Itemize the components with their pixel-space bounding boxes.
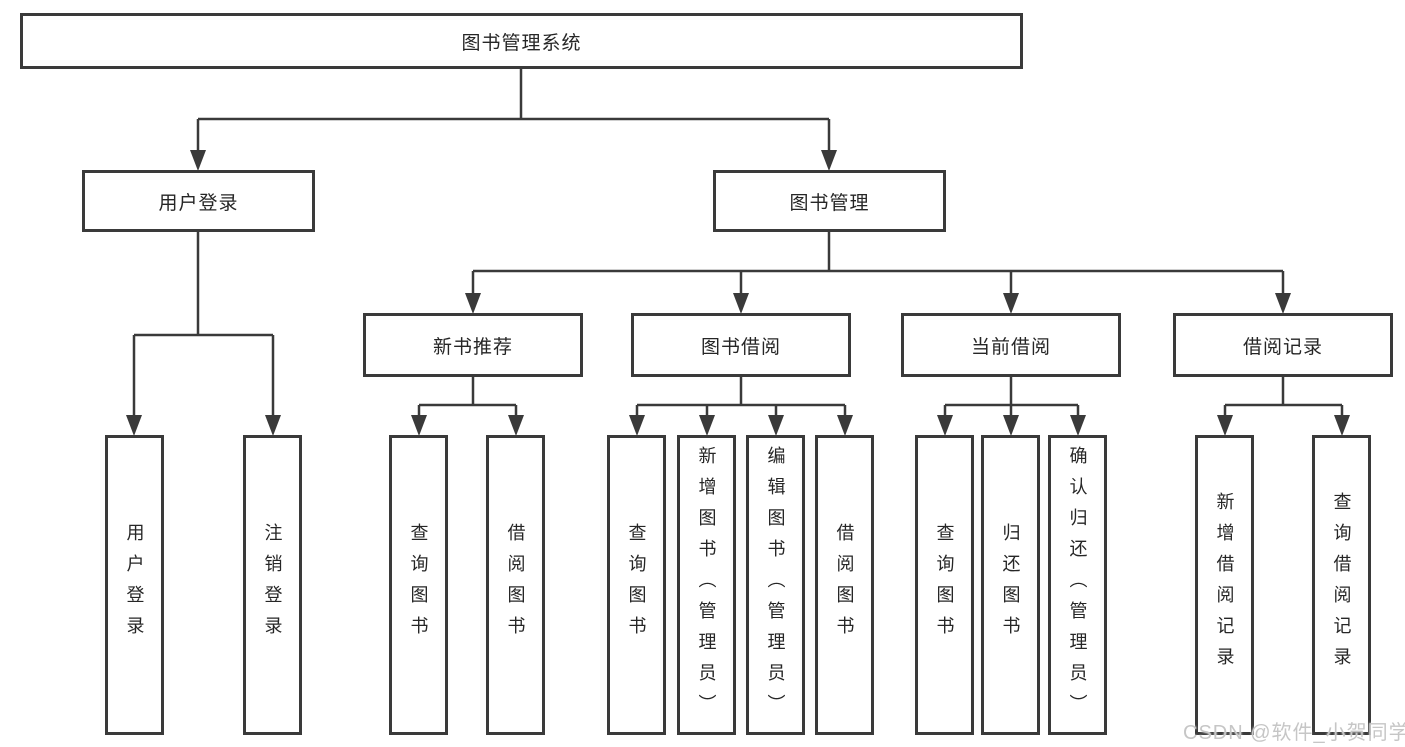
node-current-borrow-label: 当前借阅 xyxy=(970,336,1051,358)
leaf-borrow-books: 借阅图书 xyxy=(815,435,874,735)
leaf-add-book-admin-label: 新增图书（管理员） xyxy=(696,445,717,725)
leaf-user-login: 用户登录 xyxy=(105,435,164,735)
leaf-add-book-admin: 新增图书（管理员） xyxy=(677,435,736,735)
node-user-login-label: 用户登录 xyxy=(158,192,239,214)
node-book-borrow-label: 图书借阅 xyxy=(700,336,781,358)
node-library-system: 图书管理系统 xyxy=(20,13,1023,69)
leaf-borrow-books-recommend: 借阅图书 xyxy=(486,435,545,735)
leaf-query-borrow-record-label: 查询借阅记录 xyxy=(1331,492,1352,678)
node-new-book-recommend-label: 新书推荐 xyxy=(432,336,513,358)
leaf-query-books-current-label: 查询图书 xyxy=(934,523,955,647)
leaf-query-books-current: 查询图书 xyxy=(915,435,974,735)
node-current-borrow: 当前借阅 xyxy=(901,313,1121,377)
leaf-add-borrow-record: 新增借阅记录 xyxy=(1195,435,1254,735)
node-book-management-label: 图书管理 xyxy=(789,192,870,214)
leaf-edit-book-admin: 编辑图书（管理员） xyxy=(746,435,805,735)
leaf-query-borrow-record: 查询借阅记录 xyxy=(1312,435,1371,735)
leaf-query-books-borrow: 查询图书 xyxy=(607,435,666,735)
leaf-confirm-return-admin-label: 确认归还（管理员） xyxy=(1067,445,1088,725)
watermark: CSDN @软件_小贺同学 xyxy=(1183,722,1405,744)
node-borrow-records-label: 借阅记录 xyxy=(1242,336,1323,358)
leaf-return-books-label: 归还图书 xyxy=(1000,523,1021,647)
leaf-confirm-return-admin: 确认归还（管理员） xyxy=(1048,435,1107,735)
leaf-query-books-recommend: 查询图书 xyxy=(389,435,448,735)
node-book-management: 图书管理 xyxy=(713,170,946,232)
node-new-book-recommend: 新书推荐 xyxy=(363,313,583,377)
leaf-user-login-label: 用户登录 xyxy=(124,523,145,647)
leaf-borrow-books-label: 借阅图书 xyxy=(834,523,855,647)
leaf-query-books-recommend-label: 查询图书 xyxy=(408,523,429,647)
node-user-login: 用户登录 xyxy=(82,170,315,232)
leaf-logout-label: 注销登录 xyxy=(262,523,283,647)
leaf-borrow-books-recommend-label: 借阅图书 xyxy=(505,523,526,647)
leaf-logout: 注销登录 xyxy=(243,435,302,735)
leaf-add-borrow-record-label: 新增借阅记录 xyxy=(1214,492,1235,678)
node-library-system-label: 图书管理系统 xyxy=(461,32,582,54)
leaf-edit-book-admin-label: 编辑图书（管理员） xyxy=(765,445,786,725)
leaf-query-books-borrow-label: 查询图书 xyxy=(626,523,647,647)
node-book-borrow: 图书借阅 xyxy=(631,313,851,377)
leaf-return-books: 归还图书 xyxy=(981,435,1040,735)
node-borrow-records: 借阅记录 xyxy=(1173,313,1393,377)
